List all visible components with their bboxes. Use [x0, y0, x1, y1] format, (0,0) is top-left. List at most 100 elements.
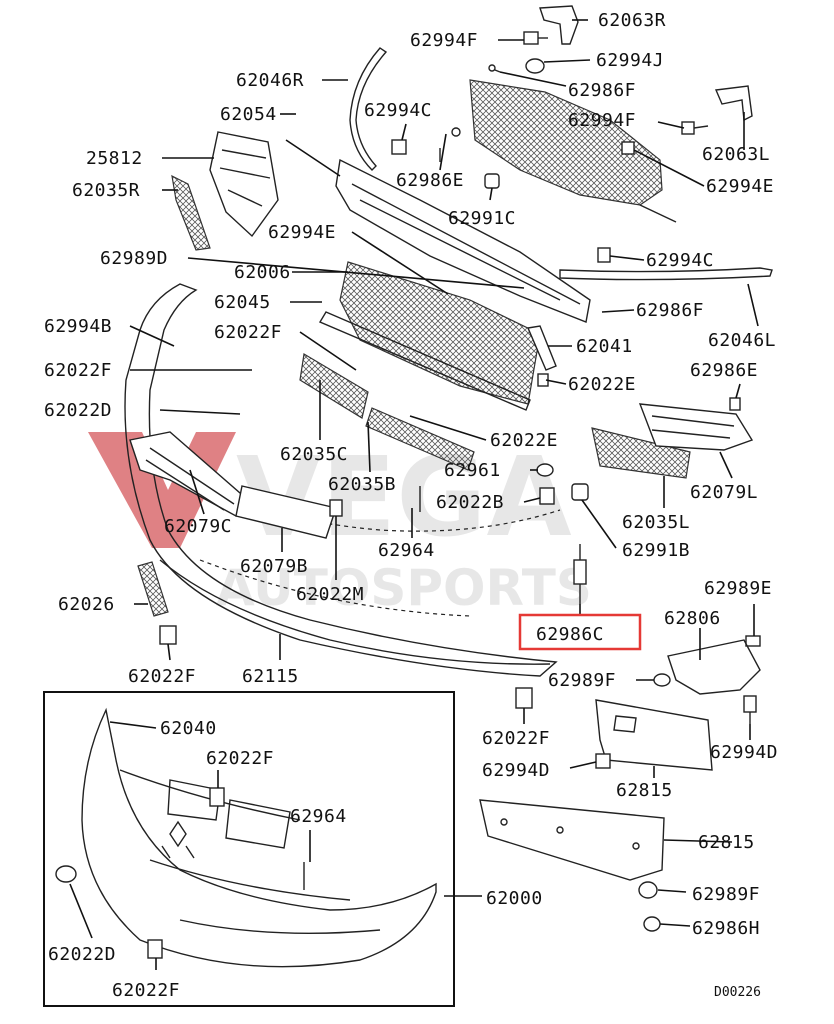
- bolt-62994F-top: [523, 31, 548, 45]
- label-62035B[interactable]: 62035B: [328, 474, 396, 495]
- label-62022F-r[interactable]: 62022F: [482, 728, 550, 749]
- stud-62986C: [573, 544, 587, 604]
- label-62991C[interactable]: 62991C: [448, 208, 516, 229]
- bolt-62994F-right: [681, 121, 709, 135]
- part-62006-grille: [339, 261, 541, 405]
- part-62046L-strip: [559, 267, 773, 281]
- clip-62986E-top: [439, 127, 461, 162]
- upper-mesh-grille: [469, 79, 663, 206]
- part-62045-molding: [318, 311, 531, 411]
- label-62045[interactable]: 62045: [214, 292, 271, 313]
- label-62022F-mid[interactable]: 62022F: [214, 322, 282, 343]
- label-62035R[interactable]: 62035R: [72, 180, 140, 201]
- clip-62022M: [329, 499, 343, 517]
- part-62046R-strip: [349, 47, 388, 171]
- clip-62989E: [745, 635, 761, 647]
- label-62994J[interactable]: 62994J: [596, 50, 664, 71]
- label-62994D-right[interactable]: 62994D: [710, 742, 778, 763]
- label-62115[interactable]: 62115: [242, 666, 299, 687]
- label-62046L[interactable]: 62046L: [708, 330, 776, 351]
- part-62035C-grille: [299, 353, 369, 419]
- part-labels: 62063R 62994F 62994J 62046R 62986F 62054…: [44, 10, 778, 1001]
- label-62000[interactable]: 62000: [486, 888, 543, 909]
- label-62989D[interactable]: 62989D: [100, 248, 168, 269]
- inset-clip-62022F-bot: [147, 939, 163, 959]
- nut-62991B: [571, 483, 589, 501]
- label-62046R[interactable]: 62046R: [236, 70, 304, 91]
- part-62063L-bracket: [714, 85, 753, 122]
- bumper-back-outline: [124, 283, 558, 677]
- label-62022M[interactable]: 62022M: [296, 584, 364, 605]
- bolt-62994J: [525, 58, 545, 74]
- label-62986F-top[interactable]: 62986F: [568, 80, 636, 101]
- bolt-62994D-right: [743, 695, 757, 724]
- inset-emblem: [161, 820, 195, 859]
- label-62994C-top[interactable]: 62994C: [364, 100, 432, 121]
- label-62079B[interactable]: 62079B: [240, 556, 308, 577]
- part-25812-duct: [209, 131, 279, 238]
- label-62022D[interactable]: 62022D: [44, 400, 112, 421]
- label-62961[interactable]: 62961: [444, 460, 501, 481]
- leader-lines: [69, 19, 759, 970]
- label-62040[interactable]: 62040: [160, 718, 217, 739]
- label-62035C[interactable]: 62035C: [280, 444, 348, 465]
- label-62994E-right[interactable]: 62994E: [706, 176, 774, 197]
- label-62989E[interactable]: 62989E: [704, 578, 772, 599]
- label-62022F-inset-bot[interactable]: 62022F: [112, 980, 180, 1001]
- label-62991B[interactable]: 62991B: [622, 540, 690, 561]
- label-62063R[interactable]: 62063R: [598, 10, 666, 31]
- label-62063L[interactable]: 62063L: [702, 144, 770, 165]
- label-62815-bot[interactable]: 62815: [698, 832, 755, 853]
- clip-62022F-r: [515, 687, 533, 709]
- clip-62994C-top: [391, 139, 407, 155]
- label-62994C-right[interactable]: 62994C: [646, 250, 714, 271]
- label-62806[interactable]: 62806: [664, 608, 721, 629]
- label-62022F-inset[interactable]: 62022F: [206, 748, 274, 769]
- label-62994F-top[interactable]: 62994F: [410, 30, 478, 51]
- label-62022F-left[interactable]: 62022F: [44, 360, 112, 381]
- label-62986C[interactable]: 62986C: [536, 624, 604, 645]
- inset-clip-62022D: [55, 865, 77, 883]
- part-62026-bracket: [137, 561, 169, 617]
- label-62815-top[interactable]: 62815: [616, 780, 673, 801]
- label-62964-inset[interactable]: 62964: [290, 806, 347, 827]
- label-62994E-mid[interactable]: 62994E: [268, 222, 336, 243]
- label-62994F-right[interactable]: 62994F: [568, 110, 636, 131]
- part-62063R-bracket: [539, 5, 579, 45]
- label-62022F-bl[interactable]: 62022F: [128, 666, 196, 687]
- clip-62022B: [539, 487, 555, 505]
- label-62022E-right[interactable]: 62022E: [568, 374, 636, 395]
- part-62815-plate-upper: [595, 699, 713, 771]
- footer-code: D00226: [714, 985, 761, 1000]
- label-62026[interactable]: 62026: [58, 594, 115, 615]
- label-62994D-mid[interactable]: 62994D: [482, 760, 550, 781]
- part-62000-front-bumper: [81, 707, 437, 968]
- label-62054[interactable]: 62054: [220, 104, 277, 125]
- label-62989F-mid[interactable]: 62989F: [548, 670, 616, 691]
- label-62022D-inset[interactable]: 62022D: [48, 944, 116, 965]
- part-62079B-bezel: [235, 485, 337, 539]
- label-62986E-right[interactable]: 62986E: [690, 360, 758, 381]
- reinforcement-beam: [335, 158, 591, 323]
- part-62806-bracket: [667, 639, 761, 695]
- label-62994B[interactable]: 62994B: [44, 316, 112, 337]
- label-62041[interactable]: 62041: [576, 336, 633, 357]
- clip-62989F-mid: [653, 673, 671, 687]
- label-62022E-mid[interactable]: 62022E: [490, 430, 558, 451]
- label-25812[interactable]: 25812: [86, 148, 143, 169]
- label-62035L[interactable]: 62035L: [622, 512, 690, 533]
- label-62964-top[interactable]: 62964: [378, 540, 435, 561]
- label-62989F-bot[interactable]: 62989F: [692, 884, 760, 905]
- part-62035B-grille: [365, 407, 475, 471]
- label-62986F-right[interactable]: 62986F: [636, 300, 704, 321]
- inset-grille-detail: [167, 779, 291, 849]
- label-62006[interactable]: 62006: [234, 262, 291, 283]
- watermark-text-autosports: AUTOSPORTS: [216, 559, 592, 617]
- label-62079L[interactable]: 62079L: [690, 482, 758, 503]
- label-62079C[interactable]: 62079C: [164, 516, 232, 537]
- clip-62961: [536, 463, 554, 477]
- label-62022B[interactable]: 62022B: [436, 492, 504, 513]
- label-62986H[interactable]: 62986H: [692, 918, 760, 939]
- label-62986E-top[interactable]: 62986E: [396, 170, 464, 191]
- clip-62994C-right: [597, 247, 611, 263]
